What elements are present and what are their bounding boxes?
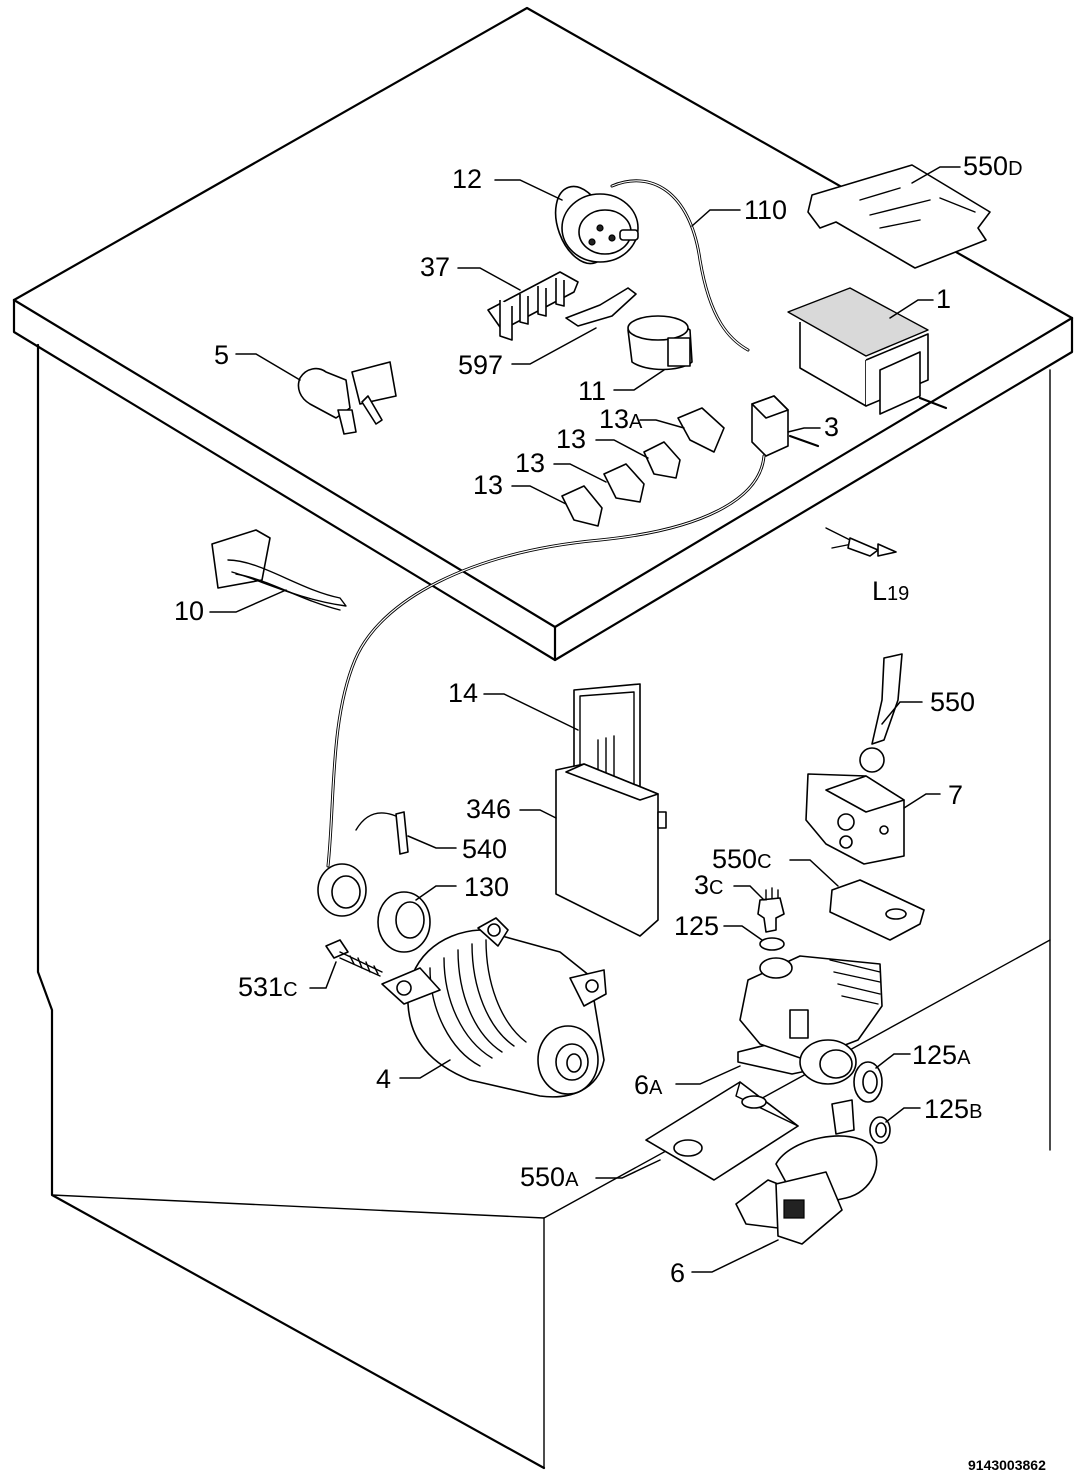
part-7-door-lock <box>805 773 905 865</box>
part-6a-sump <box>737 955 883 1085</box>
label-125b: 125B <box>924 1094 982 1124</box>
label-1: 1 <box>936 284 951 314</box>
reference-labels: 12 110 550D 37 597 11 1 5 3 13A 13 13 13… <box>174 151 1023 1288</box>
label-3c: 3C <box>694 870 723 900</box>
leader-lines <box>209 166 961 1273</box>
part-4-motor <box>381 917 607 1098</box>
cable-end-plug <box>317 863 367 917</box>
part-19-temperature-sensor <box>825 527 897 557</box>
label-6a: 6A <box>634 1070 663 1100</box>
label-125a: 125A <box>912 1040 971 1070</box>
part-13-connector-a <box>643 441 681 479</box>
part-13-connector-c <box>561 485 603 527</box>
part-550-lever <box>859 653 903 773</box>
part-3c-sensor <box>757 887 785 933</box>
part-12-pressure-switch <box>554 185 639 265</box>
part-10-heating-element <box>211 529 347 611</box>
label-37: 37 <box>420 252 450 282</box>
label-550c: 550C <box>712 844 772 874</box>
label-10: 10 <box>174 596 204 626</box>
part-5-water-valve <box>297 361 397 435</box>
part-531c-bolt <box>325 939 383 977</box>
part-6-drain-pump <box>735 1099 878 1245</box>
part-125-seal <box>759 937 785 951</box>
label-14: 14 <box>448 678 478 708</box>
part-37-terminal-block <box>487 271 579 341</box>
label-6: 6 <box>670 1258 685 1288</box>
label-13a: 13A <box>599 404 643 434</box>
part-3-switch <box>751 395 820 457</box>
part-550c-pad <box>829 879 925 941</box>
label-4: 4 <box>376 1064 391 1094</box>
part-346-box <box>555 763 667 937</box>
label-3: 3 <box>824 412 839 442</box>
label-531c: 531C <box>238 972 298 1002</box>
part-1-timer <box>787 287 948 415</box>
label-550a: 550A <box>520 1162 579 1192</box>
label-110: 110 <box>744 195 787 225</box>
label-550: 550 <box>930 687 975 717</box>
part-125a-seal <box>853 1061 883 1103</box>
label-13-1: 13 <box>556 424 586 454</box>
part-13a-connector <box>677 407 725 453</box>
label-5: 5 <box>214 340 229 370</box>
label-12: 12 <box>452 164 482 194</box>
label-19: L19 <box>872 576 909 606</box>
wiring-harness <box>326 454 766 868</box>
label-550d: 550D <box>963 151 1023 181</box>
part-130-grommet <box>377 891 431 953</box>
part-110-hose <box>610 179 750 352</box>
label-540: 540 <box>462 834 507 864</box>
part-13-connector-b <box>603 463 645 503</box>
label-7: 7 <box>948 780 963 810</box>
label-13-3: 13 <box>473 470 503 500</box>
part-540-spring <box>355 811 409 855</box>
part-597-clip <box>565 287 637 327</box>
part-550d-cover-plate <box>807 164 991 269</box>
part-11-capacitor <box>627 315 693 371</box>
label-597: 597 <box>458 350 503 380</box>
label-130: 130 <box>464 872 509 902</box>
label-11: 11 <box>578 376 606 406</box>
part-550a-pad <box>645 1081 799 1181</box>
label-346: 346 <box>466 794 511 824</box>
label-13-2: 13 <box>515 448 545 478</box>
part-125b-seal <box>869 1116 891 1144</box>
document-id: 9143003862 <box>968 1457 1046 1473</box>
label-125: 125 <box>674 911 719 941</box>
